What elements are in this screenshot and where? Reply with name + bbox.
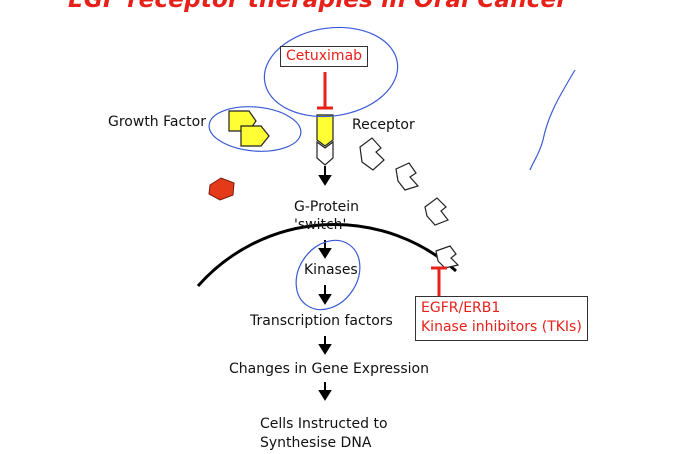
transcription-factors-label: Transcription factors: [250, 313, 393, 329]
tki-label-line2: Kinase inhibitors (TKIs): [421, 319, 582, 335]
tki-inhibition-bar: [431, 266, 447, 296]
annotation-circle-cetuximab: [263, 26, 399, 118]
membrane-receptor-icon: [359, 137, 460, 269]
tki-box: EGFR/ERB1 Kinase inhibitors (TKIs): [415, 296, 588, 341]
annotation-circle-kinases: [295, 239, 361, 311]
receptor-icon: [316, 114, 334, 166]
cells-line1: Cells Instructed to: [260, 416, 388, 432]
cells-line2: Synthesise DNA: [260, 435, 372, 451]
growth-factor-ligand-icon: [228, 110, 270, 147]
annotation-circle-ligand: [208, 106, 302, 152]
g-protein-line1: G-Protein: [294, 199, 359, 215]
cetuximab-inhibition-bar: [317, 72, 333, 110]
cell-membrane: [196, 222, 458, 287]
receptor-label: Receptor: [352, 117, 415, 133]
g-protein-line2: 'switch': [294, 217, 347, 233]
kinases-label: Kinases: [304, 262, 358, 278]
gene-expression-label: Changes in Gene Expression: [229, 361, 429, 377]
tki-label-line1: EGFR/ERB1: [421, 300, 501, 316]
cetuximab-label: Cetuximab: [286, 48, 363, 64]
hand-drawn-annotations: [208, 26, 576, 311]
growth-factor-label: Growth Factor: [108, 114, 206, 130]
arrow-down-icon: [318, 166, 332, 401]
slide-title: EGF receptor therapies in Oral Cancer: [68, 0, 568, 13]
red-receptor-icon: [208, 177, 235, 201]
cetuximab-box: Cetuximab: [280, 46, 369, 67]
cells-label: Cells Instructed to Synthesise DNA: [260, 415, 388, 453]
g-protein-label: G-Protein 'switch': [294, 198, 359, 234]
annotation-stroke: [529, 69, 576, 171]
